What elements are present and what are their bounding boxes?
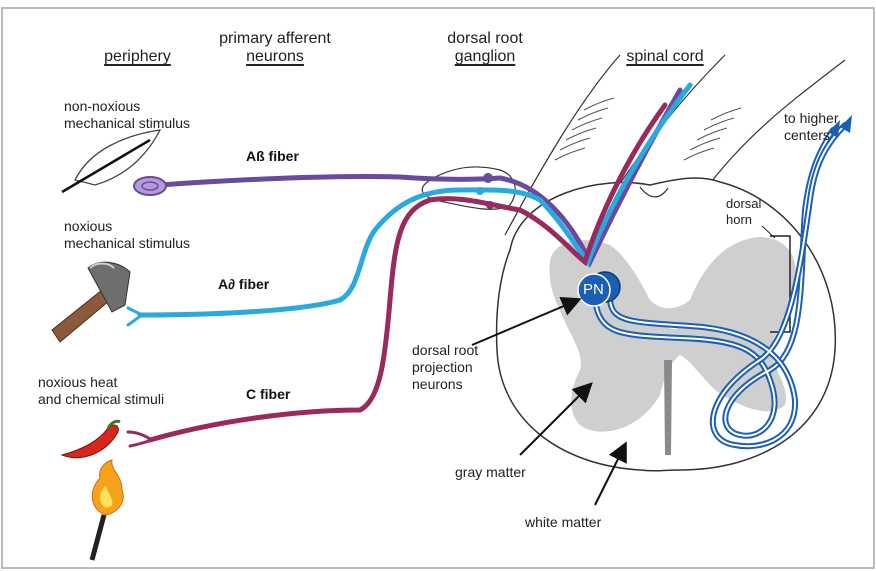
label-non-noxious: non-noxious mechanical stimulus: [64, 98, 190, 132]
c-free-ending: [128, 432, 152, 446]
label-noxious-heat: noxious heat and chemical stimuli: [38, 374, 164, 408]
adelta-free-ending: [128, 308, 142, 325]
label-noxious-heat-line1: noxious heat: [38, 374, 164, 391]
header-primary-afferent: primary afferent neurons: [195, 30, 355, 66]
label-noxious-heat-line2: and chemical stimuli: [38, 391, 164, 408]
label-non-noxious-line2: mechanical stimulus: [64, 115, 190, 132]
label-gray-matter: gray matter: [455, 464, 526, 481]
header-ganglion-line1: dorsal root: [430, 30, 540, 48]
label-projection-line2: projection: [412, 359, 478, 376]
label-projection-neurons: dorsal root projection neurons: [412, 342, 478, 393]
label-white-matter: white matter: [525, 514, 601, 531]
label-noxious-mechanical-line1: noxious: [64, 218, 190, 235]
label-dorsal-horn-line2: horn: [726, 212, 761, 228]
label-to-higher-centers: to higher centers: [784, 110, 838, 144]
label-c-fiber: C fiber: [246, 386, 290, 402]
hammer-icon: [52, 262, 130, 342]
header-primary-afferent-line1: primary afferent: [195, 30, 355, 48]
header-periphery: periphery: [85, 48, 190, 66]
header-ganglion-line2: ganglion: [430, 48, 540, 66]
adelta-cell-body: [476, 187, 484, 195]
label-to-higher-centers-line1: to higher: [784, 110, 838, 127]
label-adelta-fiber: A∂ fiber: [218, 276, 269, 292]
label-dorsal-horn-line1: dorsal: [726, 196, 761, 212]
header-spinal-cord: spinal cord: [610, 48, 720, 66]
label-dorsal-horn: dorsal horn: [726, 196, 761, 228]
chili-pepper-icon: [62, 421, 120, 457]
label-projection-line3: neurons: [412, 376, 478, 393]
abeta-corpuscle: [134, 177, 166, 195]
label-non-noxious-line1: non-noxious: [64, 98, 190, 115]
flame-match-icon: [92, 460, 123, 560]
label-to-higher-centers-line2: centers: [784, 127, 838, 144]
abeta-cell-body: [483, 173, 493, 183]
label-abeta-fiber: Aß fiber: [246, 148, 299, 164]
abeta-fiber-path: [160, 90, 680, 262]
header-ganglion: dorsal root ganglion: [430, 30, 540, 66]
label-pn: PN: [583, 281, 604, 298]
label-noxious-mechanical-line2: mechanical stimulus: [64, 235, 190, 252]
ventral-median-fissure: [664, 360, 672, 455]
label-noxious-mechanical: noxious mechanical stimulus: [64, 218, 190, 252]
header-primary-afferent-line2: neurons: [195, 48, 355, 66]
label-projection-line1: dorsal root: [412, 342, 478, 359]
c-cell-body: [486, 201, 494, 209]
